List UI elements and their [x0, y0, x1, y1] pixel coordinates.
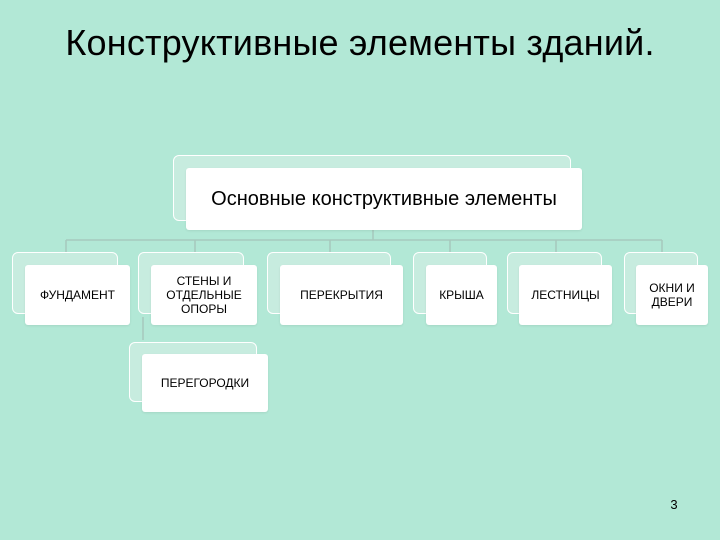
node-windows-doors-label: ОКНИ И ДВЕРИ [649, 281, 695, 309]
root-node-label: Основные конструктивные элементы [211, 187, 557, 210]
node-partitions: ПЕРЕГОРОДКИ [142, 354, 268, 412]
node-floors: ПЕРЕКРЫТИЯ [280, 265, 403, 325]
node-fundament-label: ФУНДАМЕНТ [40, 288, 115, 302]
node-roof: КРЫША [426, 265, 497, 325]
node-partitions-label: ПЕРЕГОРОДКИ [160, 376, 250, 390]
node-stairs-label: ЛЕСТНИЦЫ [531, 288, 600, 302]
node-fundament: ФУНДАМЕНТ [25, 265, 130, 325]
node-windows-doors: ОКНИ И ДВЕРИ [636, 265, 708, 325]
node-stairs: ЛЕСТНИЦЫ [519, 265, 612, 325]
node-walls-label: СТЕНЫ И ОТДЕЛЬНЫЕ ОПОРЫ [166, 274, 242, 316]
page-number: 3 [670, 497, 678, 512]
node-floors-label: ПЕРЕКРЫТИЯ [300, 288, 383, 302]
root-node: Основные конструктивные элементы [186, 168, 582, 230]
node-roof-label: КРЫША [439, 288, 484, 302]
slide-title: Конструктивные элементы зданий. [65, 22, 655, 63]
node-walls: СТЕНЫ И ОТДЕЛЬНЫЕ ОПОРЫ [151, 265, 257, 325]
